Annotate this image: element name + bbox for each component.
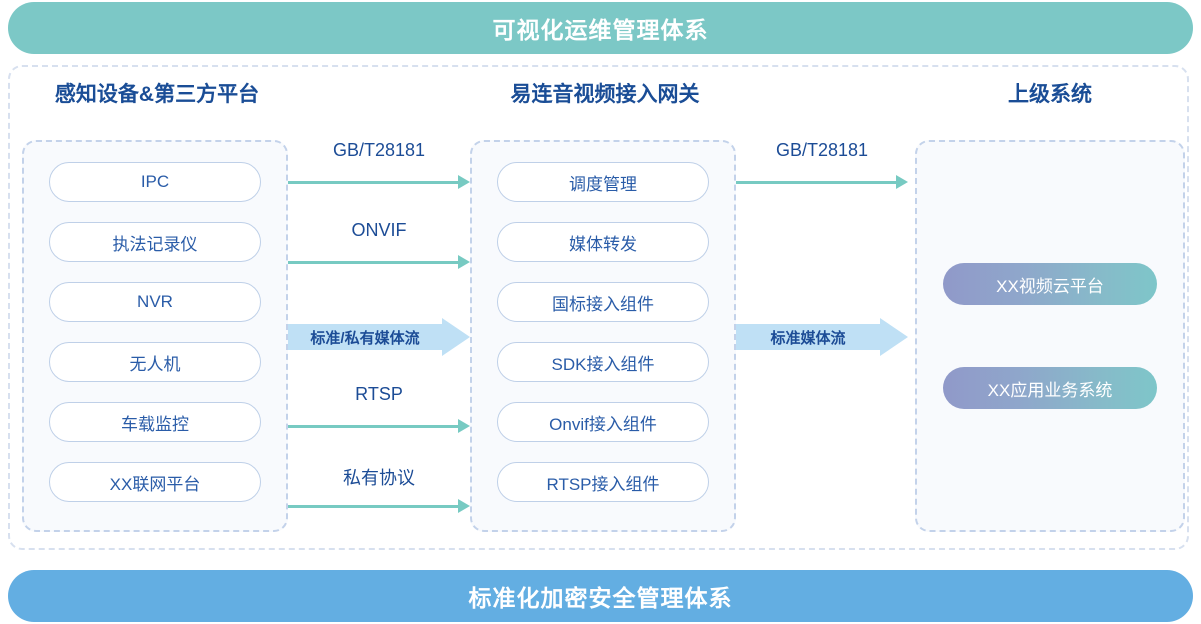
connector-arrow-private-protocol: 私有协议: [288, 468, 470, 522]
top-banner-label: 可视化运维管理体系: [492, 17, 709, 43]
list-item[interactable]: 调度管理: [497, 162, 709, 202]
arrow-shaft: [288, 181, 460, 184]
connector-label: RTSP: [355, 384, 403, 404]
list-item[interactable]: 无人机: [49, 342, 261, 382]
list-item[interactable]: XX视频云平台: [943, 263, 1157, 305]
list-item[interactable]: 执法记录仪: [49, 222, 261, 262]
list-item[interactable]: SDK接入组件: [497, 342, 709, 382]
connector-label: GB/T28181: [775, 140, 869, 160]
connector-label: ONVIF: [351, 220, 407, 240]
list-item[interactable]: 媒体转发: [497, 222, 709, 262]
list-item[interactable]: XX联网平台: [49, 462, 261, 502]
connector-label: GB/T28181: [332, 140, 426, 160]
list-item[interactable]: NVR: [49, 282, 261, 322]
arrow-head-icon: [458, 499, 470, 513]
arrow-head-icon: [896, 175, 908, 189]
connector-arrow-gbt28181-left: GB/T28181: [288, 140, 470, 198]
column-middle-title: 易连音视频接入网关: [510, 83, 700, 106]
connector-arrow-rtsp: RTSP: [288, 384, 470, 442]
arrow-head-icon: [458, 419, 470, 433]
left-group-box: IPC 执法记录仪 NVR 无人机 车载监控 XX联网平台: [22, 140, 288, 532]
connector-label: 标准媒体流: [770, 329, 846, 347]
list-item[interactable]: IPC: [49, 162, 261, 202]
middle-group-box: 调度管理 媒体转发 国标接入组件 SDK接入组件 Onvif接入组件 RTSP接…: [470, 140, 736, 532]
arrow-shaft: [288, 425, 460, 428]
list-item[interactable]: RTSP接入组件: [497, 462, 709, 502]
right-group-box: XX视频云平台 XX应用业务系统: [915, 140, 1185, 532]
column-right-title: 上级系统: [1008, 83, 1092, 106]
column-right: 上级系统: [915, 78, 1185, 112]
top-banner: 可视化运维管理体系: [8, 2, 1193, 54]
arrow-head-icon: [458, 255, 470, 269]
list-item[interactable]: Onvif接入组件: [497, 402, 709, 442]
list-item[interactable]: XX应用业务系统: [943, 367, 1157, 409]
column-left-title: 感知设备&第三方平台: [54, 83, 260, 106]
connector-arrow-onvif: ONVIF: [288, 220, 470, 278]
arrow-head-icon: [458, 175, 470, 189]
list-item[interactable]: 国标接入组件: [497, 282, 709, 322]
connector-block-arrow-standard-private-media: 标准/私有媒体流: [288, 318, 470, 356]
arrow-shaft: [288, 505, 460, 508]
column-middle: 易连音视频接入网关: [470, 78, 740, 112]
connector-label: 私有协议: [343, 468, 415, 488]
arrow-shaft: [736, 181, 898, 184]
arrow-shaft: [288, 261, 460, 264]
connector-label: 标准/私有媒体流: [310, 329, 420, 347]
column-left: 感知设备&第三方平台: [22, 78, 292, 112]
connector-arrow-gbt28181-right: GB/T28181: [736, 140, 908, 198]
connector-block-arrow-standard-media: 标准媒体流: [736, 318, 908, 356]
bottom-banner-label: 标准化加密安全管理体系: [468, 585, 733, 611]
list-item[interactable]: 车载监控: [49, 402, 261, 442]
bottom-banner: 标准化加密安全管理体系: [8, 570, 1193, 622]
diagram-outer-frame: [8, 65, 1189, 550]
